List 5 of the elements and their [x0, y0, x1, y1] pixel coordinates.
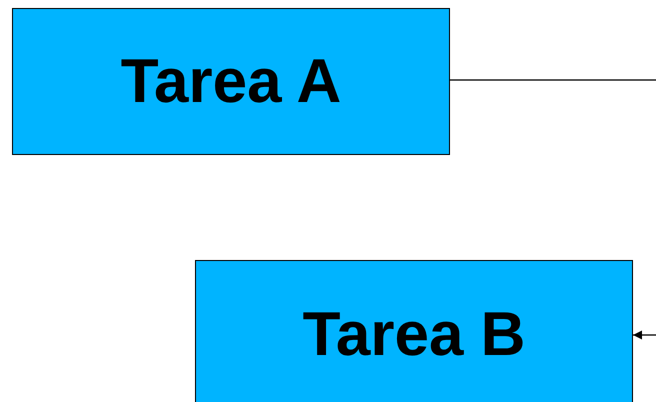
task-label: Tarea A: [120, 46, 342, 117]
connector-arrow: [450, 79, 656, 340]
task-box: [12, 8, 450, 155]
task-label: Tarea B: [302, 299, 526, 370]
task-box: [195, 260, 633, 402]
